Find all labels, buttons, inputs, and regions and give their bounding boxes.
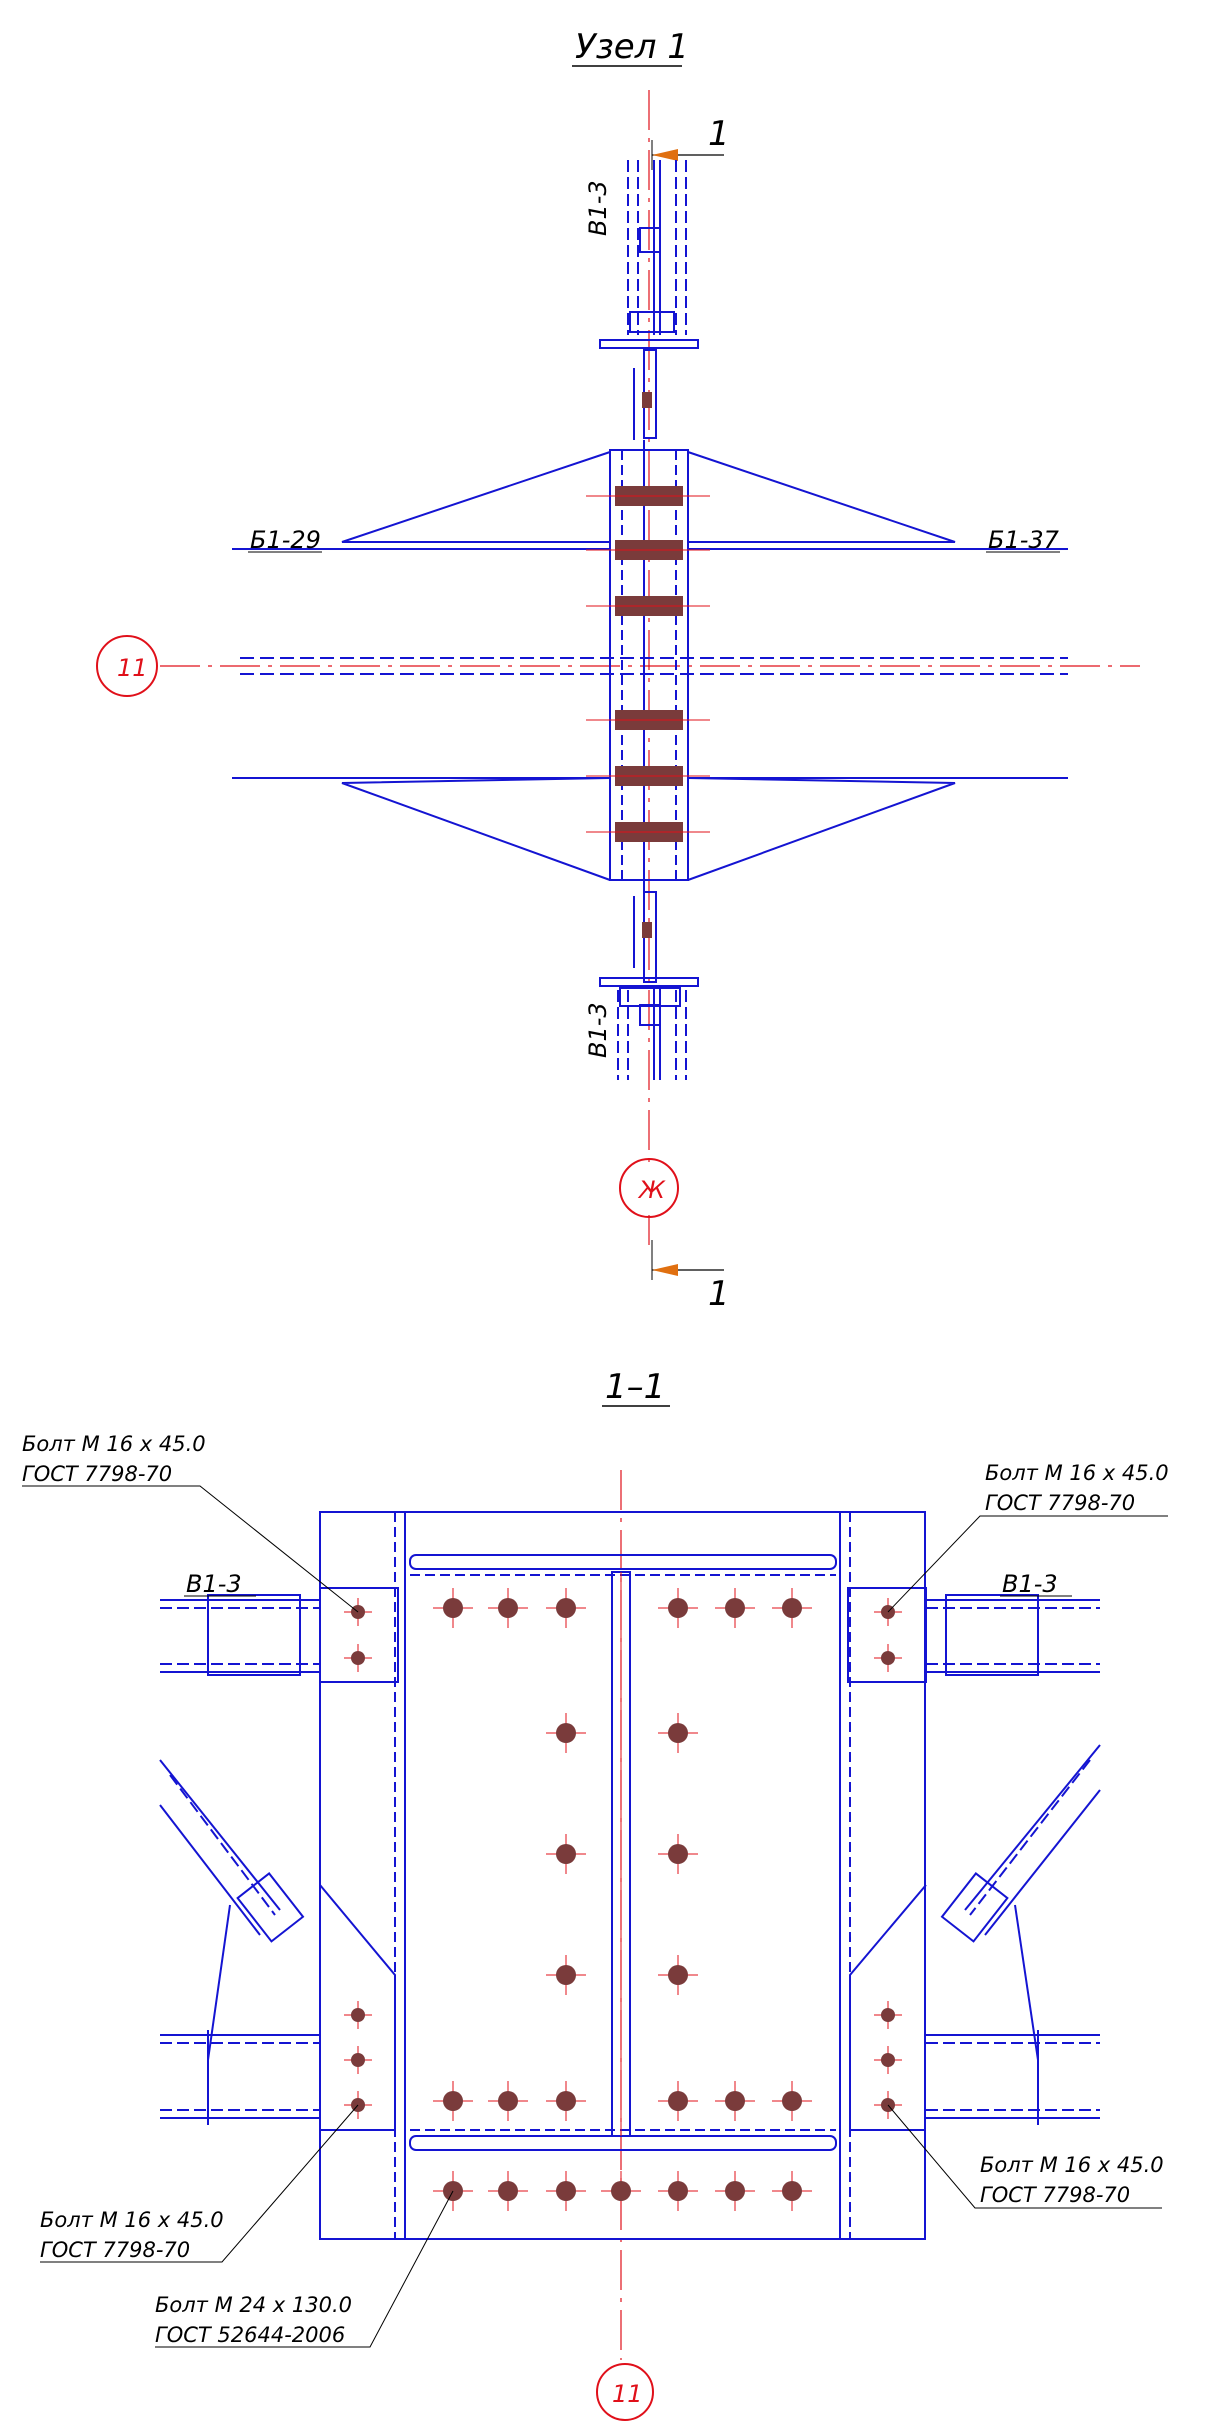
bolt-callout-main: Болт М 24 х 130.0 ГОСТ 52644-2006 [155, 2293, 352, 2347]
bolt-bl-standard: ГОСТ 7798-70 [40, 2238, 190, 2262]
brace-left-label: В1-3 [186, 1570, 242, 1598]
bolt-main-spec: Болт М 24 х 130.0 [155, 2293, 352, 2317]
section-view: 1–1 11 [22, 1367, 1169, 2421]
beams [232, 548, 1068, 779]
column [609, 449, 689, 881]
bolt-bl-spec: Болт М 16 х 45.0 [40, 2208, 224, 2232]
section-mark-bottom-label: 1 [708, 1274, 730, 1314]
leader-lines [22, 1485, 1168, 2348]
bolt-tr-spec: Болт М 16 х 45.0 [985, 1461, 1169, 1485]
node-view: Узел 1 11 Ж 1 1 [96, 27, 1140, 1314]
node-title: Узел 1 [575, 27, 689, 67]
section-mark-top-label: 1 [708, 114, 730, 154]
bolt-callout-br: Болт М 16 х 45.0 ГОСТ 7798-70 [980, 2153, 1164, 2207]
bolt-tl-standard: ГОСТ 7798-70 [22, 1462, 172, 1486]
brace-top [599, 160, 699, 454]
bolt-callout-bl: Болт М 16 х 45.0 ГОСТ 7798-70 [40, 2208, 224, 2262]
gusset-plates [341, 451, 956, 881]
axis-bubble-col: Ж [619, 1158, 679, 1218]
axis-bottom-label: 11 [612, 2380, 643, 2408]
brace-left [159, 1594, 320, 2125]
bolt-callout-tr: Болт М 16 х 45.0 ГОСТ 7798-70 [985, 1461, 1169, 1515]
brace-right-label: В1-3 [1002, 1570, 1058, 1598]
bolt-tr-standard: ГОСТ 7798-70 [985, 1491, 1135, 1515]
axis-bubble-bottom: 11 [596, 2363, 654, 2421]
axis-col-label: Ж [637, 1176, 666, 1204]
side-plates [319, 1587, 927, 2131]
bolts-small [343, 1597, 903, 2120]
bolt-br-standard: ГОСТ 7798-70 [980, 2183, 1130, 2207]
brace-bottom-label: В1-3 [584, 1002, 612, 1058]
axis-bubble-row: 11 [96, 635, 158, 697]
brace-right [926, 1594, 1101, 2125]
section-mark-top: 1 [651, 114, 730, 170]
bolt-tl-spec: Болт М 16 х 45.0 [22, 1432, 206, 1456]
brace-top-label: В1-3 [584, 180, 612, 236]
beam-right-label: Б1-37 [988, 526, 1060, 554]
beam-left-label: Б1-29 [250, 526, 321, 554]
bolts-main [432, 1587, 813, 2212]
box-frame [319, 1511, 926, 2240]
section-title: 1–1 [605, 1367, 665, 1407]
bolt-main-standard: ГОСТ 52644-2006 [155, 2323, 345, 2347]
section-mark-bottom: 1 [651, 1240, 730, 1314]
axis-row-label: 11 [117, 654, 148, 682]
column-ticks [586, 495, 710, 833]
bolt-callout-tl: Болт М 16 х 45.0 ГОСТ 7798-70 [22, 1432, 206, 1486]
bolt-br-spec: Болт М 16 х 45.0 [980, 2153, 1164, 2177]
brace-bottom [599, 880, 699, 1080]
